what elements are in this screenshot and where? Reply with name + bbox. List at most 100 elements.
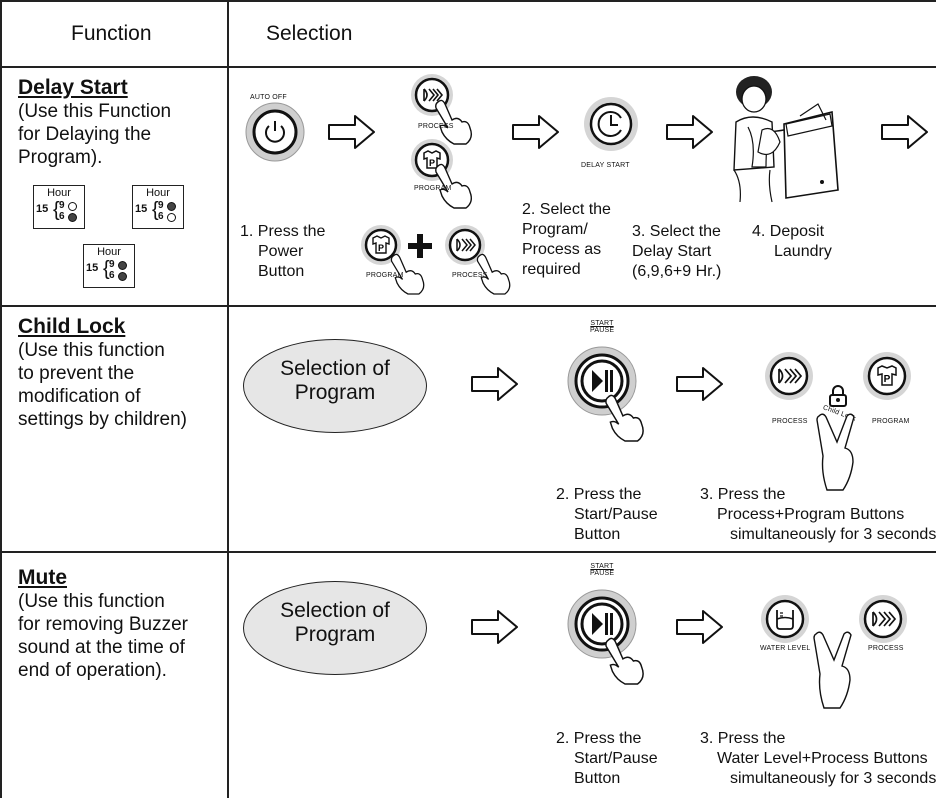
delay-step2: 2. Select the Program/ Process as requir… [522, 200, 611, 280]
program-icon[interactable]: P [360, 224, 402, 266]
mute-desc-2: for removing Buzzer [18, 614, 189, 635]
pause-label: PAUSE [590, 327, 615, 334]
step2-line3: Process as [522, 241, 602, 258]
play-pause-icon[interactable] [567, 589, 637, 659]
cl-step3-line3: simultaneously for 3 seconds. [730, 526, 936, 543]
delay-step4: 4. Deposit Laundry [752, 222, 832, 262]
process-label: PROCESS [418, 123, 454, 130]
led-6-on [118, 272, 127, 281]
step1-line1: 1. Press the [240, 223, 326, 240]
selection-of-program-text: Selection of Program [244, 357, 426, 405]
step4-line1: 4. Deposit [752, 223, 825, 240]
two-finger-hand-icon [813, 631, 852, 709]
process-icon[interactable] [764, 351, 814, 401]
process-icon[interactable] [858, 594, 908, 644]
step1-line2: Power [258, 243, 304, 260]
mute-step2-line3: Button [574, 770, 621, 787]
start-label: START [590, 563, 614, 570]
clock-icon[interactable] [583, 96, 639, 152]
lock-icon [829, 385, 847, 407]
header-selection: Selection [266, 22, 353, 45]
mute-step3-line2: Water Level+Process Buttons [717, 750, 928, 767]
led-9-on [118, 261, 127, 270]
selection-line1: Selection of [280, 357, 390, 380]
program-label: PROGRAM [414, 185, 452, 192]
hour-indicator-6-9: Hour 15 { 9 6 [83, 244, 135, 288]
child-lock-desc-1: (Use this function [18, 340, 165, 361]
table-top-border [0, 0, 936, 2]
step4-line2: Laundry [774, 243, 832, 260]
step3-line3: (6,9,6+9 Hr.) [632, 263, 722, 280]
play-pause-icon[interactable] [567, 346, 637, 416]
child-lock-desc-3: modification of [18, 386, 141, 407]
child-step3: 3. Press the Process+Program Buttons sim… [700, 485, 936, 545]
step3-line1: 3. Select the [632, 223, 721, 240]
arrow-right-icon [328, 115, 375, 149]
brace-glyph: { [53, 199, 60, 221]
start-pause-label: START PAUSE [590, 320, 614, 334]
hand-pointer-icon [435, 163, 473, 209]
plus-icon [408, 234, 432, 258]
two-finger-hand-icon [816, 413, 855, 491]
table-left-border [0, 0, 2, 798]
svg-text:P: P [429, 158, 435, 168]
cl-step2-line1: 2. Press the [556, 486, 642, 503]
hand-pointer-icon [476, 253, 511, 295]
woman-laundry-illustration [733, 76, 839, 203]
arrow-right-icon [881, 115, 928, 149]
hour-9-label: 9 [59, 200, 65, 211]
hand-pointer-icon [605, 394, 644, 442]
mute-desc-1: (Use this function [18, 591, 165, 612]
program-icon[interactable]: P [862, 351, 912, 401]
delay-start-desc-3: Program). [18, 147, 103, 168]
cl-step3-line2: Process+Program Buttons [717, 506, 905, 523]
led-6-off [167, 213, 176, 222]
arrow-right-icon [676, 610, 723, 644]
hour-indicator-6: Hour 15 { 9 6 [33, 185, 85, 229]
cl-step3-line1: 3. Press the [700, 486, 786, 503]
selection-line2: Program [294, 381, 376, 404]
start-label: START [590, 320, 614, 327]
mute-step2: 2. Press the Start/Pause Button [556, 729, 658, 789]
delay-start-desc-2: for Delaying the [18, 124, 152, 145]
row2-bottom-border [0, 551, 936, 553]
program-label: PROGRAM [872, 418, 910, 425]
mute-desc-3: sound at the time of [18, 637, 185, 658]
hour-indicator-9: Hour 15 { 9 6 [132, 185, 184, 229]
arrow-right-icon [471, 367, 518, 401]
process-label: PROCESS [772, 418, 808, 425]
hour-6-label: 6 [109, 270, 115, 281]
step3-line2: Delay Start [632, 243, 712, 260]
hour-6-label: 6 [59, 211, 65, 222]
child-lock-desc-2: to prevent the [18, 363, 135, 384]
header-function: Function [71, 22, 152, 45]
mute-step2-line2: Start/Pause [574, 750, 658, 767]
selection-line2: Program [294, 623, 376, 646]
mute-step3-line1: 3. Press the [700, 730, 786, 747]
process-label: PROCESS [868, 645, 904, 652]
hour-6-label: 6 [158, 211, 164, 222]
step2-line4: required [522, 261, 581, 278]
mute-step2-line1: 2. Press the [556, 730, 642, 747]
mute-title: Mute [18, 566, 67, 589]
hour-9-label: 9 [109, 259, 115, 270]
delay-start-label: DELAY START [581, 162, 630, 169]
child-lock-function-cell: Child Lock (Use this function to prevent… [18, 315, 223, 431]
auto-off-label: AUTO OFF [250, 94, 287, 101]
water-level-icon[interactable] [760, 594, 810, 644]
hand-pointer-icon [605, 637, 644, 685]
selection-of-program-text: Selection of Program [244, 599, 426, 647]
power-icon[interactable] [245, 102, 305, 162]
hour-value: 15 [86, 262, 99, 274]
cl-step2-line3: Button [574, 526, 621, 543]
child-step2: 2. Press the Start/Pause Button [556, 485, 658, 545]
process-icon[interactable] [444, 224, 486, 266]
selection-of-program-bubble: Selection of Program [243, 581, 427, 675]
hour-label: Hour [97, 246, 121, 258]
mute-desc-4: end of operation). [18, 660, 167, 681]
child-lock-title: Child Lock [18, 315, 126, 338]
mute-step3-line3: simultaneously for 3 seconds. [730, 770, 936, 787]
process-label: PROCESS [452, 272, 488, 279]
delay-start-title: Delay Start [18, 76, 128, 99]
hour-value: 15 [135, 203, 148, 215]
